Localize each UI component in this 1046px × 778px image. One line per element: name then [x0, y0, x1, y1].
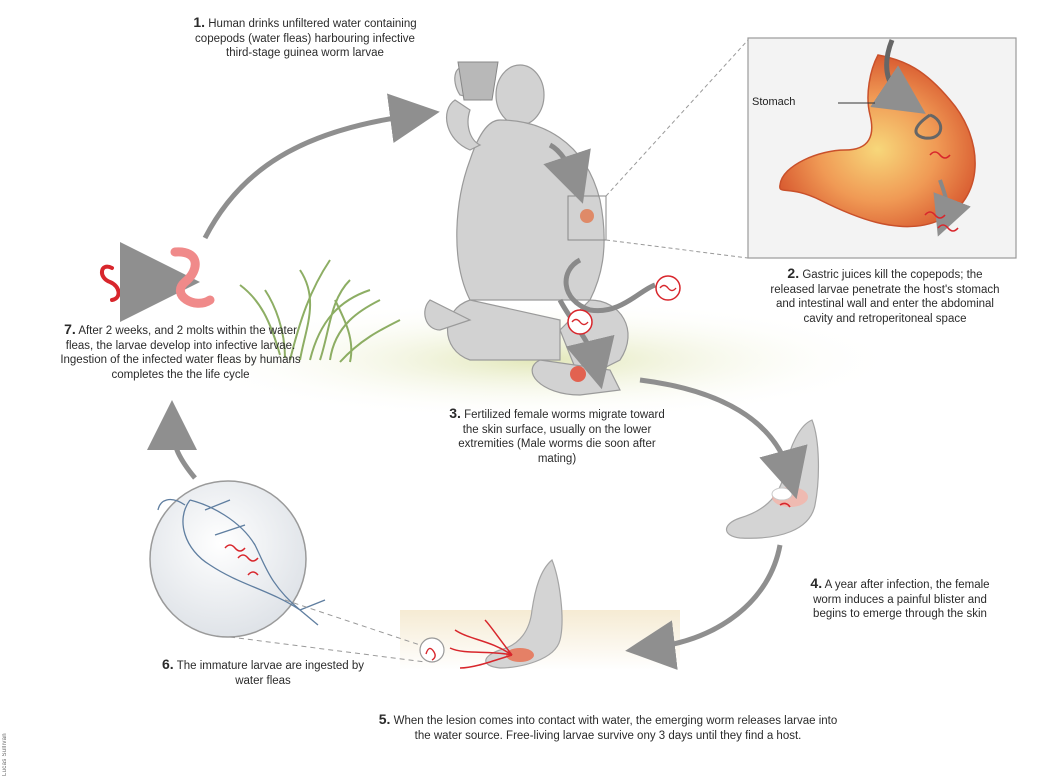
cycle-arrow-6-to-7	[172, 425, 195, 478]
step-4-text: 4. A year after infection, the female wo…	[805, 576, 995, 622]
step-5-text: 5. When the lesion comes into contact wi…	[378, 712, 838, 743]
step-2-text: 2. Gastric juices kill the copepods; the…	[770, 266, 1000, 326]
larva-large	[175, 252, 210, 303]
step-3-text: 3. Fertilized female worms migrate towar…	[442, 406, 672, 466]
step-6-text: 6. The immature larvae are ingested by w…	[148, 657, 378, 688]
larva-small	[102, 267, 119, 300]
water-flea-inset	[150, 481, 306, 637]
step-1-text: 1. Human drinks unfiltered water contain…	[190, 15, 420, 61]
artist-credit: Lucas Sullivan	[2, 700, 12, 776]
cycle-arrow-7-to-1	[205, 115, 415, 238]
step-7-text: 7. After 2 weeks, and 2 molts within the…	[58, 322, 303, 382]
human-figure	[425, 65, 628, 395]
drinking-bowl	[458, 62, 498, 100]
stomach-label: Stomach	[752, 96, 795, 108]
